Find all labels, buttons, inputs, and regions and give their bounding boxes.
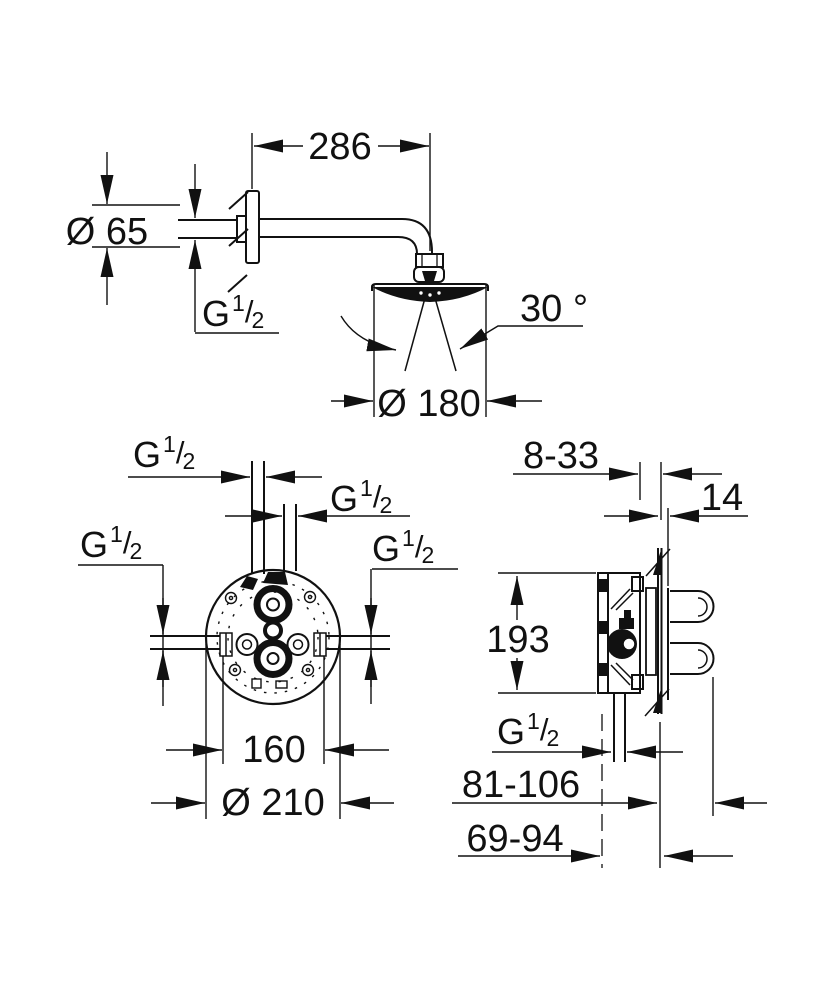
thread-label-4: G1/2: [372, 525, 434, 569]
side-port-stubs: [150, 635, 390, 650]
dim-thread-3: [78, 564, 170, 706]
dim-depth-total-text: 81-106: [462, 764, 580, 806]
valve-top-tab: [631, 576, 644, 592]
thread-label-top-view: G1/2: [202, 290, 264, 334]
front-view-mixer: G1/2 G1/2 G1/2 G1/2: [78, 431, 458, 824]
dim-286: [251, 133, 431, 251]
cartridge-spindle: [622, 637, 636, 651]
dim-port-spacing-text: 160: [242, 729, 305, 771]
thread-label-1: G1/2: [133, 431, 195, 475]
dim-160: [166, 656, 389, 764]
valve-stop-block: [619, 618, 634, 629]
mounting-rail-bands: [598, 579, 608, 676]
thread-label-3: G1/2: [80, 521, 142, 565]
dim-14: [604, 508, 748, 586]
dim-head-diameter-text: Ø 180: [377, 383, 481, 425]
side-view-valve: 8-33 14 193 G1/2 81-106: [452, 435, 767, 868]
dim-spray-angle-text: 30 °: [520, 288, 588, 330]
valve-stop-pin: [624, 610, 631, 618]
dim-210: [151, 644, 394, 819]
dim-65: [92, 152, 180, 305]
spray-cone-lines: [404, 297, 457, 372]
shower-arm-inner: [259, 236, 418, 255]
top-view-shower-arm: 286 Ø 65 G1/2 30 °: [66, 126, 588, 425]
dim-thread-4: [364, 568, 458, 704]
bottom-outlet-stub: [613, 693, 626, 762]
dim-8-33: [513, 462, 722, 520]
arm-thread-nut: [236, 215, 247, 243]
bottom-valve-center: [266, 652, 280, 665]
valve-adjust-marks: [610, 588, 634, 686]
ball-joint-housing: [413, 266, 445, 283]
dim-wall-depth-text: 8-33: [523, 435, 599, 477]
dim-depth-body-text: 69-94: [466, 818, 563, 860]
cartridge: [607, 629, 637, 659]
right-screw-boss: [286, 633, 310, 656]
right-port-fitting: [313, 632, 327, 657]
wall-nipple: [178, 219, 237, 239]
top-port-bosses: [240, 572, 288, 590]
dim-193: [498, 572, 596, 694]
dim-spray-angle: [340, 315, 583, 352]
plaster-guard: [645, 587, 657, 676]
dim-arm-length-text: 286: [308, 126, 371, 168]
left-screw-boss: [235, 633, 259, 656]
top-valve-center: [266, 597, 280, 612]
right-screw-hole: [292, 639, 304, 650]
dim-thread-top-view: [188, 164, 279, 334]
left-port-fitting: [219, 632, 233, 657]
wall-hatch-marks: [227, 191, 249, 293]
dim-body-height-text: 193: [486, 619, 549, 661]
dim-plate-thickness-text: 14: [701, 477, 743, 519]
valve-bottom-tab: [631, 674, 644, 690]
spray-nozzle-dots: [419, 291, 441, 297]
ball-joint-core: [422, 271, 437, 281]
center-ring: [263, 620, 283, 641]
dim-180: [331, 284, 542, 417]
bottom-valve-ring: [253, 639, 293, 678]
thread-label-2: G1/2: [330, 475, 392, 519]
wall-section-lines: [657, 548, 663, 714]
thread-label-6: G1/2: [497, 708, 559, 752]
shower-arm-outer: [259, 218, 433, 254]
left-screw-hole: [241, 639, 253, 650]
supply-unions: [670, 590, 715, 675]
shower-head-outline: [371, 283, 489, 291]
wall-break-wedges: [653, 550, 661, 713]
dim-flange-diameter-text: Ø 65: [66, 211, 148, 253]
dim-plate-diameter-text: Ø 210: [221, 782, 325, 824]
